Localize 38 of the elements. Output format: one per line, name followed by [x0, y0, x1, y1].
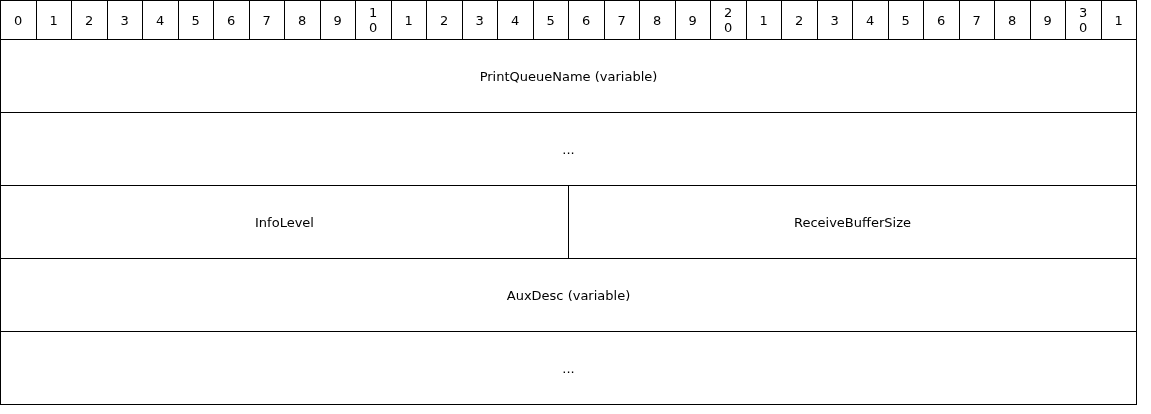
- bit-number-cell: 4: [142, 0, 178, 40]
- bit-number-cell: 8: [639, 0, 675, 40]
- bit-number-cell: 9: [320, 0, 356, 40]
- bit-number-cell: 0: [0, 0, 36, 40]
- bit-number-cell: 6: [568, 0, 604, 40]
- field-cell: ...: [0, 331, 1137, 405]
- bit-number-cell: 9: [675, 0, 711, 40]
- field-cell: ReceiveBufferSize: [568, 185, 1137, 259]
- field-cell: ...: [0, 112, 1137, 186]
- bit-number-cell: 4: [852, 0, 888, 40]
- bit-number-cell: 3: [817, 0, 853, 40]
- bit-number-cell: 8: [994, 0, 1030, 40]
- bit-number-cell: 8: [284, 0, 320, 40]
- bit-number-cell: 1: [391, 0, 427, 40]
- bit-number-cell: 5: [178, 0, 214, 40]
- bit-number-cell: 20: [710, 0, 746, 40]
- bit-number-cell: 1: [1101, 0, 1137, 40]
- bit-number-cell: 5: [533, 0, 569, 40]
- bit-number-cell: 6: [213, 0, 249, 40]
- field-cell: PrintQueueName (variable): [0, 39, 1137, 113]
- bit-number-cell: 6: [923, 0, 959, 40]
- bit-number-cell: 7: [604, 0, 640, 40]
- bit-number-cell: 2: [781, 0, 817, 40]
- bit-number-cell: 30: [1065, 0, 1101, 40]
- bit-number-cell: 2: [71, 0, 107, 40]
- bit-number-cell: 1: [36, 0, 72, 40]
- bit-number-cell: 7: [959, 0, 995, 40]
- bit-number-cell: 7: [249, 0, 285, 40]
- bit-number-cell: 10: [355, 0, 391, 40]
- bit-number-cell: 2: [426, 0, 462, 40]
- bit-number-cell: 3: [107, 0, 143, 40]
- field-cell: InfoLevel: [0, 185, 569, 259]
- field-cell: AuxDesc (variable): [0, 258, 1137, 332]
- bit-number-cell: 5: [888, 0, 924, 40]
- bit-number-cell: 4: [497, 0, 533, 40]
- bit-number-cell: 1: [746, 0, 782, 40]
- bit-number-cell: 9: [1030, 0, 1066, 40]
- bit-number-cell: 3: [462, 0, 498, 40]
